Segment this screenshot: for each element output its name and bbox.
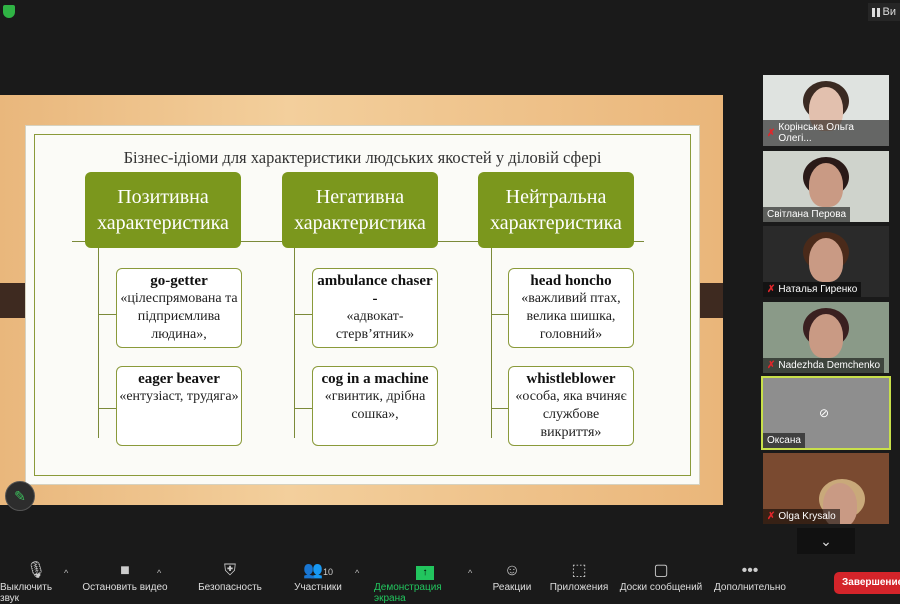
whiteboards-button[interactable]: ▢ Доски сообщений [618, 560, 704, 593]
security-shield-icon[interactable] [3, 5, 15, 18]
share-screen-button[interactable]: ↑Демонстрация экрана [374, 560, 476, 604]
end-meeting-button[interactable]: Завершение [834, 572, 900, 594]
security-label: Безопасность [198, 582, 262, 593]
video-label: Остановить видео [82, 582, 168, 593]
idiom-card: cog in a machine«гвинтик, дрібна сошка», [312, 366, 438, 446]
participant-tile[interactable]: ✗Olga Krysalo [763, 453, 889, 524]
participants-label: Участники [294, 582, 342, 593]
share-label: Демонстрация экрана [374, 582, 442, 604]
more-button[interactable]: ••• Дополнительно [712, 560, 788, 593]
view-label: Ви [882, 6, 896, 18]
participants-icon: 👥10 [303, 562, 333, 579]
meeting-toolbar: 🎙 Выключить звук ^ ■ Остановить видео ^ ⛨ Б… [0, 560, 900, 604]
mic-muted-icon: ✗ [767, 284, 776, 295]
idiom-card: head honcho«важливий птах, велика шишка,… [508, 268, 634, 348]
audio-options-caret[interactable]: ^ [64, 568, 69, 578]
shared-screen: Бізнес-ідіоми для характеристики людськи… [0, 95, 723, 505]
video-off-icon: ⊘ [819, 406, 830, 420]
mute-label: Выключить звук [0, 582, 53, 604]
slide: Бізнес-ідіоми для характеристики людськи… [25, 125, 700, 485]
participant-tile-active-speaker[interactable]: ⊘ Оксана [761, 376, 891, 450]
security-button[interactable]: ⛨ Безопасность [196, 560, 264, 593]
idiom-card: go-getter«цілеспрямована та підприємлива… [116, 268, 242, 348]
reactions-icon: ☺ [503, 562, 521, 579]
participant-name: Nadezhda Demchenko [778, 360, 881, 371]
view-button[interactable]: Ви [867, 3, 900, 21]
apps-icon: ⬚ [571, 562, 587, 579]
participant-name: Оксана [767, 435, 801, 446]
apps-button[interactable]: ⬚ Приложения [548, 560, 610, 593]
participant-tile[interactable]: ✗Наталья Гиренко [763, 226, 889, 297]
whiteboard-icon: ▢ [653, 562, 669, 579]
idiom-card: ambulance chaser -«адвокат-стерв’ятник» [312, 268, 438, 348]
participant-tile[interactable]: Світлана Перова [763, 151, 889, 222]
apps-label: Приложения [549, 582, 609, 593]
scroll-participants-down-button[interactable]: ⌄ [797, 528, 855, 554]
video-options-caret[interactable]: ^ [157, 568, 162, 578]
participants-options-caret[interactable]: ^ [355, 568, 360, 578]
participant-name: Наталья Гиренко [778, 284, 858, 295]
annotate-pen-icon[interactable]: ✎ [5, 481, 35, 511]
header-positive: Позитивна характеристика [85, 172, 241, 248]
mic-muted-icon: ✗ [767, 360, 776, 371]
participant-name: Світлана Перова [767, 209, 847, 220]
mute-button[interactable]: 🎙 Выключить звук [0, 560, 72, 604]
header-neutral: Нейтральна характеристика [478, 172, 634, 248]
mic-muted-icon: ✗ [767, 511, 776, 522]
reactions-button[interactable]: ☺ Реакции [490, 560, 534, 593]
whiteboards-label: Доски сообщений [619, 582, 703, 593]
participant-name: Olga Krysalo [778, 511, 836, 522]
stop-video-button[interactable]: ■ Остановить видео [82, 560, 168, 593]
view-icon [871, 7, 880, 17]
header-negative: Негативна характеристика [282, 172, 438, 248]
mic-muted-icon: ✗ [767, 127, 776, 139]
idiom-card: whistleblower«особа, яка вчиняє службове… [508, 366, 634, 446]
reactions-label: Реакции [492, 582, 532, 593]
microphone-icon: 🎙 [25, 562, 47, 579]
video-camera-icon: ■ [120, 562, 130, 579]
shield-icon: ⛨ [223, 562, 236, 579]
share-screen-icon: ↑ [416, 560, 434, 582]
share-options-caret[interactable]: ^ [468, 568, 473, 578]
more-label: Дополнительно [714, 582, 786, 593]
slide-title: Бізнес-ідіоми для характеристики людськи… [123, 148, 602, 167]
more-dots-icon: ••• [741, 562, 759, 579]
participant-tile[interactable]: ✗Nadezhda Demchenko [763, 302, 889, 373]
participant-tile[interactable]: ✗Корінська Ольга Олегі... [763, 75, 889, 146]
idiom-card: eager beaver«ентузіаст, трудяга» [116, 366, 242, 446]
participant-name: Корінська Ольга Олегі... [778, 122, 854, 144]
